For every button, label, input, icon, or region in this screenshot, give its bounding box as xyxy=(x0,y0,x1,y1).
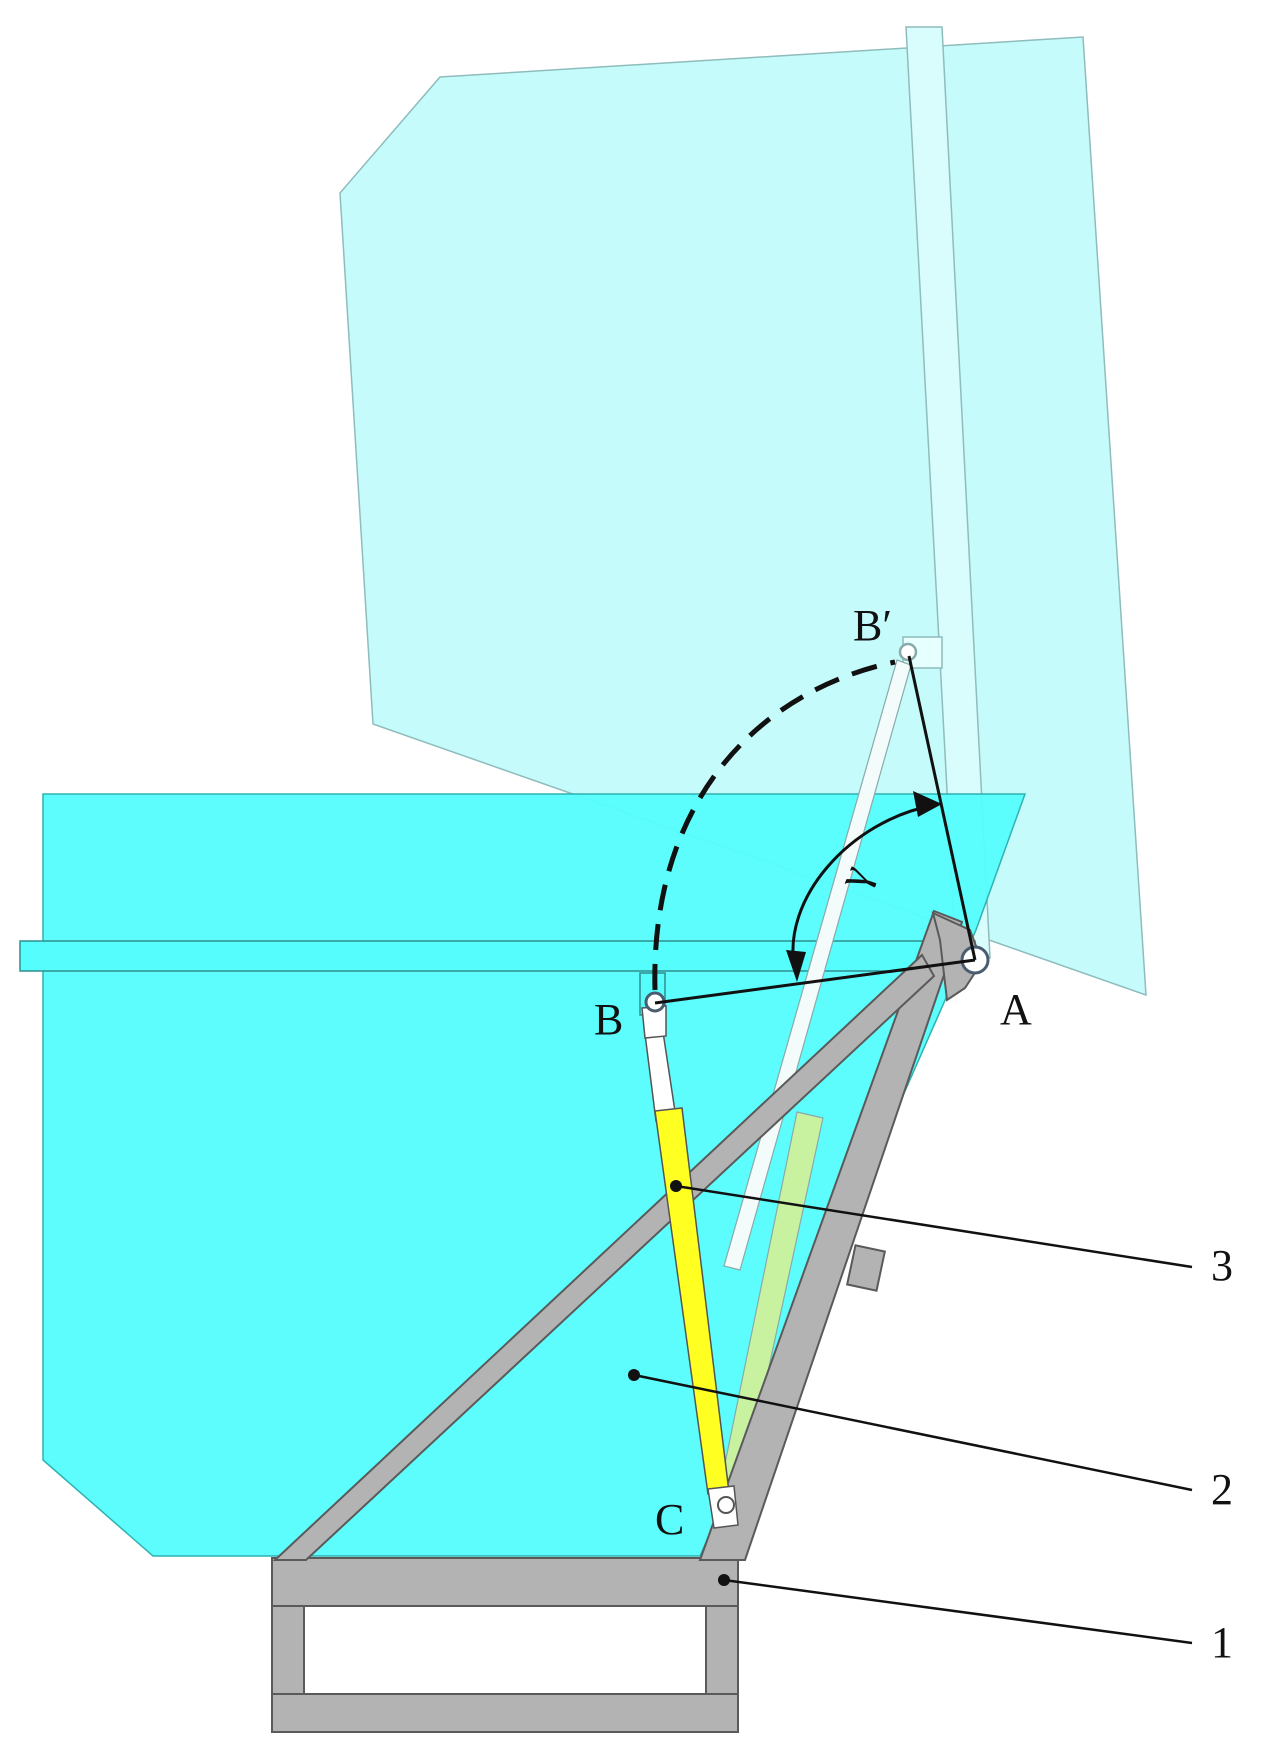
line-b-prime-a xyxy=(907,655,977,961)
frame-left-leg xyxy=(271,1605,305,1695)
callout-label-2: 2 xyxy=(1211,1465,1233,1514)
line-b-a xyxy=(654,958,976,1005)
frame-side-tab xyxy=(845,1244,887,1292)
leader-1 xyxy=(723,1578,1193,1645)
leader-lines xyxy=(628,1180,1193,1645)
angle-arc-arrowhead-bottom xyxy=(786,950,806,982)
label-a: A xyxy=(1000,985,1032,1034)
frame-top-beam xyxy=(271,1557,739,1607)
frame-inclined-strut xyxy=(698,909,964,1561)
frame-diagonal-brace xyxy=(272,953,936,1561)
support-frame xyxy=(271,909,990,1733)
lowered-bin-body xyxy=(42,793,1027,1557)
geometry-lines xyxy=(652,655,977,1005)
callout-label-1: 1 xyxy=(1211,1618,1233,1667)
label-c: C xyxy=(655,1495,684,1544)
angle-arc-arrowhead-top xyxy=(913,791,942,817)
angle-gamma-arc xyxy=(791,803,936,971)
hydraulic-cylinder xyxy=(641,642,918,1529)
label-b-prime: B′ xyxy=(853,601,892,650)
leader-1-dot xyxy=(718,1574,730,1586)
leader-3-dot xyxy=(670,1180,682,1192)
callout-label-3: 3 xyxy=(1211,1241,1233,1290)
frame-right-leg xyxy=(705,1605,739,1695)
pivot-c-pin xyxy=(717,1496,735,1514)
pivot-b-prime-pin xyxy=(898,642,918,662)
frame-bottom-beam xyxy=(271,1693,739,1733)
leader-3 xyxy=(675,1184,1193,1269)
leader-2 xyxy=(633,1373,1193,1492)
label-b: B xyxy=(594,995,623,1044)
leader-2-dot xyxy=(628,1369,640,1381)
